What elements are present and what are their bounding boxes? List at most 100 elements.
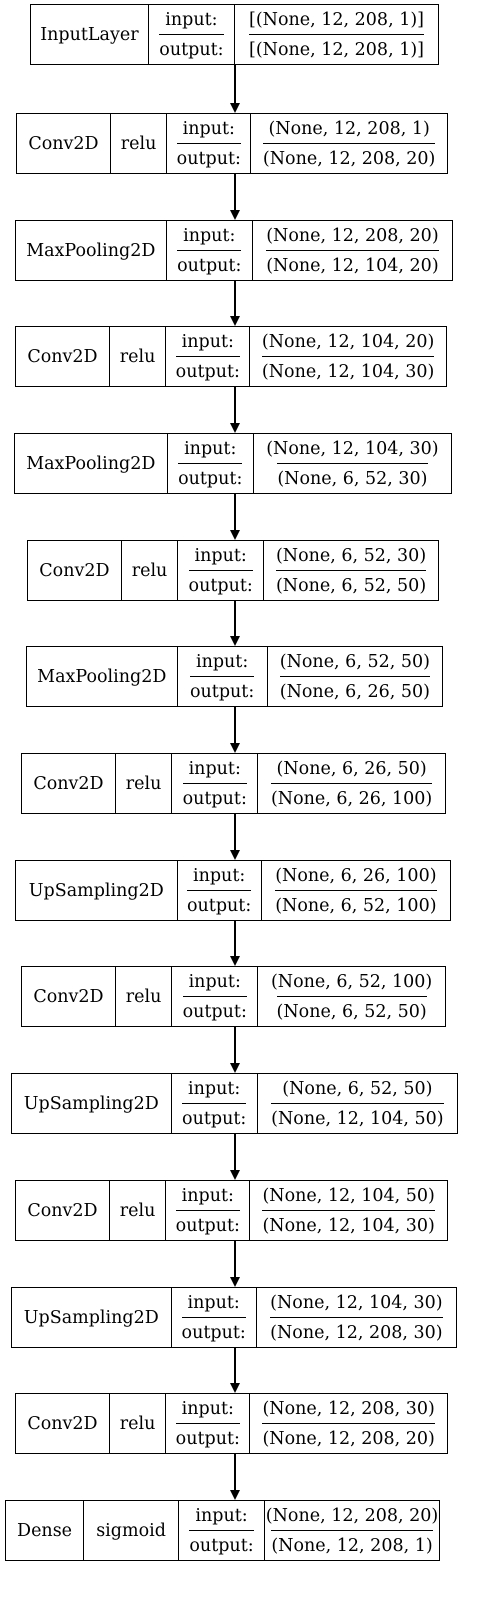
connector-line (234, 1454, 236, 1491)
layer-type: Conv2D (17, 114, 111, 173)
output-label: output: (182, 996, 247, 1026)
output-label: output: (188, 570, 253, 600)
io-labels: input: output: (172, 967, 259, 1026)
io-shapes: (None, 6, 52, 30)(None, 6, 52, 50) (264, 541, 438, 600)
input-shape: (None, 12, 104, 30) (266, 438, 439, 459)
connector-line (234, 814, 236, 851)
io-shapes: (None, 6, 26, 50) (None, 6, 26, 100) (258, 754, 445, 813)
io-shapes: (None, 12, 104, 30) (None, 6, 52, 30) (254, 434, 451, 493)
arrow-head (230, 316, 240, 326)
arrow-head (230, 743, 240, 753)
output-shape: (None, 6, 52, 30) (277, 463, 428, 493)
output-shape: (None, 6, 26, 100) (270, 783, 433, 813)
layer-type: UpSampling2D (16, 861, 178, 920)
io-labels: input:output: (172, 1288, 257, 1347)
output-shape: (None, 12, 208, 20) (262, 1423, 435, 1453)
layer-activation: relu (116, 967, 173, 1026)
io-labels: input:output: (178, 647, 268, 706)
arrow-head (230, 210, 240, 220)
input-shape: (None, 12, 104, 50) (262, 1185, 435, 1206)
output-label: output: (187, 890, 252, 920)
arrow-head (230, 1063, 240, 1073)
io-shapes: (None, 6, 52, 100) (None, 6, 52, 50) (258, 967, 445, 1026)
io-labels: input:output: (179, 1501, 266, 1560)
output-shape: (None, 12, 208, 20) (262, 143, 436, 173)
layer-type: UpSampling2D (12, 1074, 172, 1133)
arrow-head (230, 1170, 240, 1180)
layer-type: MaxPooling2D (16, 221, 167, 280)
layer-type: MaxPooling2D (15, 434, 168, 493)
input-shape: (None, 12, 208, 20) (266, 225, 439, 246)
output-shape: (None, 12, 104, 50) (271, 1103, 444, 1133)
io-shapes: (None, 12, 208, 1)(None, 12, 208, 20) (251, 114, 447, 173)
output-label: output: (176, 143, 241, 173)
io-labels: input:output: (166, 1394, 251, 1453)
layer-type: Conv2D (22, 754, 116, 813)
input-shape: (None, 6, 52, 50) (282, 1078, 433, 1099)
arrow-head (230, 636, 240, 646)
io-shapes: (None, 12, 104, 30)(None, 12, 208, 30) (257, 1288, 456, 1347)
io-shapes: (None, 6, 52, 50) (None, 12, 104, 50) (258, 1074, 457, 1133)
layer-activation: sigmoid (84, 1501, 180, 1560)
output-label: output: (182, 783, 247, 813)
io-labels: input:output: (166, 327, 251, 386)
output-shape: (None, 6, 26, 50) (279, 676, 430, 706)
layer-type: InputLayer (31, 5, 149, 64)
io-labels: input:output: (172, 1074, 258, 1133)
input-label: input: (165, 9, 218, 30)
arrow-head (230, 1383, 240, 1393)
io-labels: input:output: (168, 434, 254, 493)
output-label: output: (182, 1103, 247, 1133)
connector-line (234, 601, 236, 637)
input-shape: (None, 6, 26, 100) (275, 865, 437, 886)
connector-line (234, 1348, 236, 1384)
arrow-head (230, 850, 240, 860)
connector-line (234, 1027, 236, 1064)
output-label: output: (175, 1210, 240, 1240)
output-label: output: (175, 356, 240, 386)
arrow-head (230, 103, 240, 113)
connector-line (234, 174, 236, 211)
io-shapes: (None, 12, 208, 20)(None, 12, 104, 20) (253, 221, 452, 280)
input-label: input: (195, 1505, 248, 1526)
io-labels: input:output: (167, 114, 252, 173)
output-shape: (None, 6, 52, 50) (276, 996, 427, 1026)
layer-type: Conv2D (22, 967, 116, 1026)
layer-activation: relu (122, 541, 179, 600)
connector-line (234, 387, 236, 424)
output-label: output: (177, 250, 242, 280)
layer-activation: relu (110, 1394, 167, 1453)
io-labels: input: output: (178, 541, 265, 600)
io-labels: input:output: (166, 1181, 251, 1240)
io-labels: input:output: (172, 754, 259, 813)
io-shapes: [(None, 12, 208, 1)] [(None, 12, 208, 1)] (235, 5, 438, 64)
layer-type: Conv2D (16, 327, 110, 386)
layer-type: Conv2D (16, 1394, 110, 1453)
output-shape: (None, 6, 52, 50) (275, 570, 427, 600)
layer-activation: relu (111, 114, 168, 173)
io-labels: input: output: (149, 5, 235, 64)
output-shape: (None, 12, 104, 30) (262, 1210, 435, 1240)
input-label: input: (194, 545, 247, 566)
input-shape: (None, 6, 52, 50) (279, 651, 430, 672)
layer-activation: relu (110, 327, 167, 386)
arrow-head (230, 1490, 240, 1500)
output-shape: [(None, 12, 208, 1)] (249, 34, 424, 64)
input-label: input: (188, 971, 241, 992)
input-shape: (None, 6, 26, 50) (276, 758, 427, 779)
input-label: input: (187, 1292, 240, 1313)
arrow-head (230, 423, 240, 433)
layer-node: InputLayer input: output: [(None, 12, 208, … (30, 4, 439, 65)
input-shape: (None, 6, 52, 100) (270, 971, 433, 992)
input-shape: [(None, 12, 208, 1)] (249, 9, 424, 30)
arrow-head (230, 530, 240, 540)
io-shapes: (None, 12, 208, 30)(None, 12, 208, 20) (250, 1394, 447, 1453)
output-label: output: (159, 34, 224, 64)
